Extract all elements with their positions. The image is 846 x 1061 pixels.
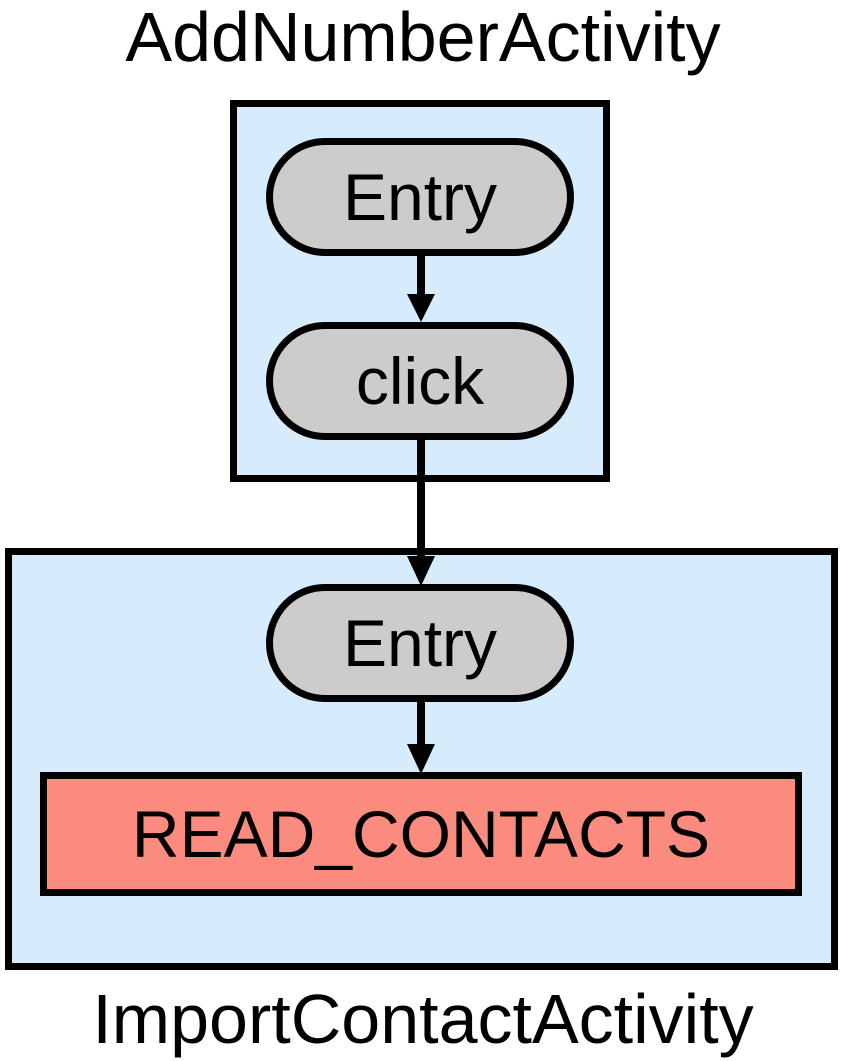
edge-entry-to-click bbox=[407, 256, 435, 322]
node-entry-import-contact: Entry bbox=[266, 584, 574, 702]
node-entry-add-number: Entry bbox=[266, 138, 574, 256]
node-click: click bbox=[266, 322, 574, 440]
node-entry-import-contact-label: Entry bbox=[342, 606, 498, 680]
node-read-contacts-label: READ_CONTACTS bbox=[131, 797, 711, 871]
node-click-label: click bbox=[355, 344, 485, 418]
node-read-contacts-permission: READ_CONTACTS bbox=[40, 772, 802, 896]
edge-import-entry-to-read-contacts bbox=[407, 702, 435, 774]
node-entry-add-number-label: Entry bbox=[342, 160, 498, 234]
cluster-label-import-contact-activity: ImportContactActivity bbox=[92, 980, 754, 1058]
cluster-label-add-number-activity: AddNumberActivity bbox=[125, 0, 721, 76]
edge-click-to-import-entry bbox=[407, 440, 435, 586]
